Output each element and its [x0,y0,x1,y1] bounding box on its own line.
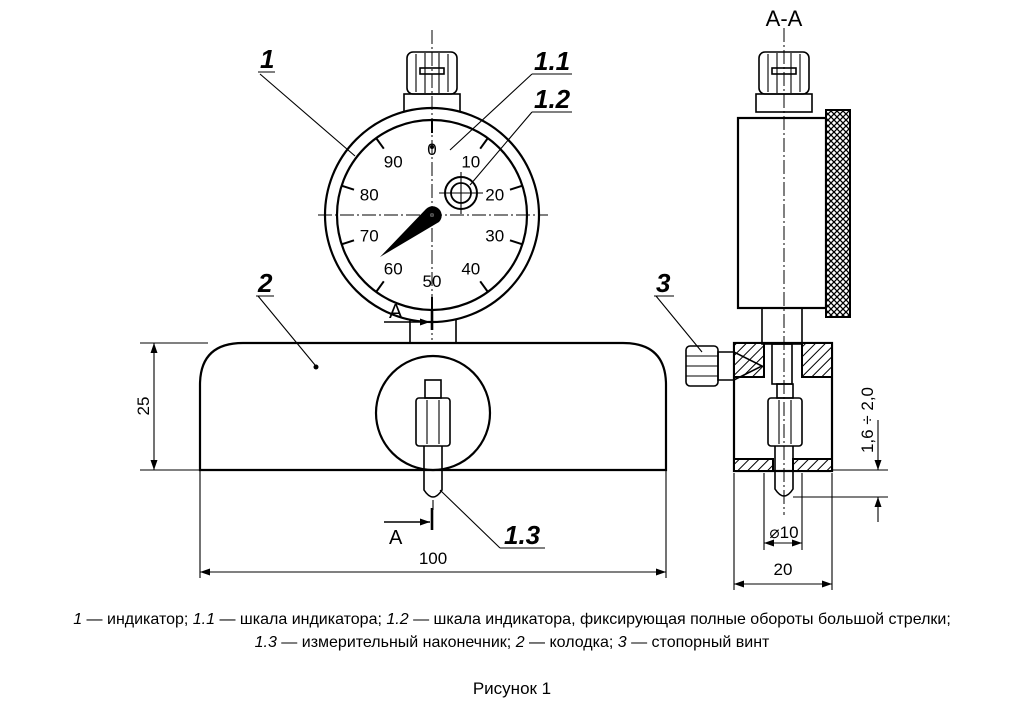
dial-label: 20 [485,186,504,205]
svg-text:1.3: 1.3 [504,520,541,550]
svg-text:1.1: 1.1 [534,46,570,76]
dial-tick [479,280,489,293]
section-dimensions: 1,6 ÷ 2,0 ⌀10 20 [733,387,888,590]
dial-label: 60 [384,259,403,278]
dimension-block-height: 25 [134,397,153,416]
caption-text: — стопорный винт [626,634,770,651]
figure-title: Рисунок 1 [472,679,552,698]
dimension-block-width: 20 [774,560,793,579]
callout-indicator-scale: 1.1 [449,46,572,151]
section-view: А-А [654,6,888,590]
dial-label: 10 [461,153,480,172]
callout-measuring-tip: 1.3 [439,489,545,550]
section-marker-top: А [389,301,403,323]
caption-line-1: 1 — индикатор; 1.1 — шкала индикатора; 1… [0,608,1024,631]
section-title: А-А [766,6,803,31]
dial-tick [341,239,355,246]
caption-label: 1.2 [386,611,409,628]
caption-text: — колодка; [524,634,618,651]
caption-label: 2 [515,634,525,651]
dial-label: 80 [360,186,379,205]
dial-tick [509,239,523,246]
svg-text:3: 3 [656,268,671,298]
caption-text: — измерительный наконечник; [276,634,516,651]
svg-text:2: 2 [257,268,273,298]
section-marker: А А [384,301,434,549]
revolution-dial [439,172,483,214]
caption-text: — шкала индикатора; [215,611,387,628]
dimension-bore-diameter: ⌀10 [769,523,798,542]
svg-text:1.2: 1.2 [534,84,571,114]
dimension-block-length: 100 [419,549,447,568]
measuring-tip [415,379,451,510]
callout-block: 2 [256,268,316,366]
figure-caption: 1 — индикатор; 1.1 — шкала индикатора; 1… [0,608,1024,654]
dial-tick [509,184,523,191]
caption-line-2: 1.3 — измерительный наконечник; 2 — коло… [0,631,1024,654]
caption-label: 1.3 [254,634,277,651]
caption-text: — индикатор; [82,611,193,628]
dial-label: 90 [384,153,403,172]
dial-label: 30 [485,226,504,245]
lock-screw [685,345,764,387]
dial-tick [479,137,489,150]
dial-label: 40 [461,259,480,278]
dial-label: 70 [360,226,379,245]
caption-text: — шкала индикатора, фиксирующая полные о… [408,611,951,628]
callout-indicator: 1 [258,44,356,157]
caption-label: 3 [617,634,627,651]
dial-tick [375,280,385,293]
section-block [732,341,834,473]
indicator-needle [380,206,442,257]
section-marker-bottom: А [389,527,403,549]
caption-label: 1.1 [192,611,216,628]
caption-label: 1 [73,611,83,628]
dial-tick [375,137,385,150]
holder-block [198,341,668,472]
dial-tick [341,184,355,191]
callout-revolution-scale: 1.2 [469,84,572,186]
dimension-tip-protrusion: 1,6 ÷ 2,0 [858,387,877,453]
callout-lock-screw: 3 [654,268,703,353]
front-dimensions: 25 100 [134,342,667,578]
svg-text:1: 1 [260,44,274,74]
